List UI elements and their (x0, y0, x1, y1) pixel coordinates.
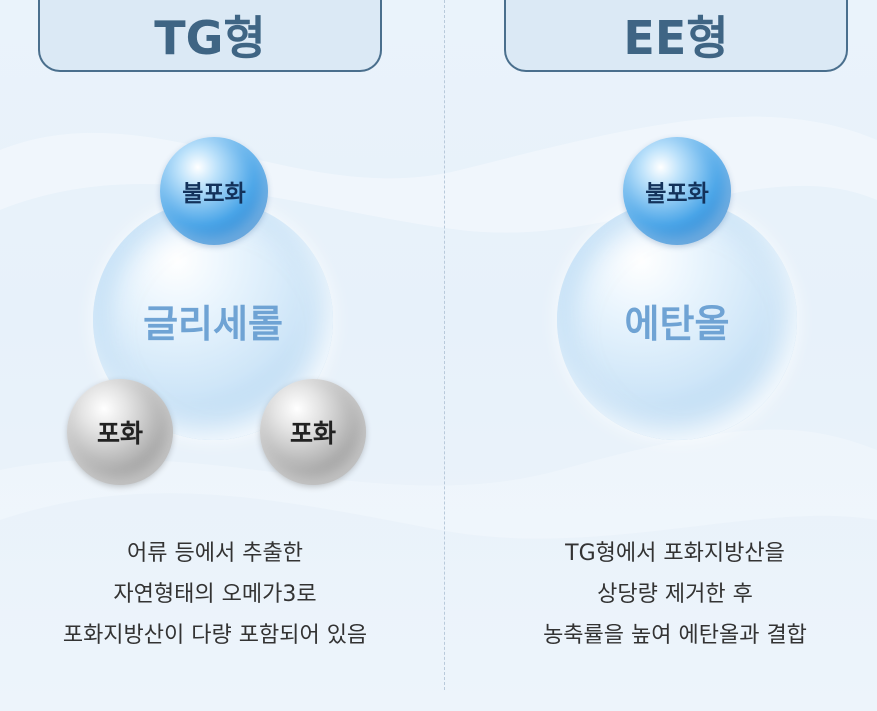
ee-unsaturated-bubble: 불포화 (623, 137, 731, 245)
tg-description-line-1: 어류 등에서 추출한 (127, 541, 303, 566)
glycerol-label: 글리세롤 (143, 301, 283, 346)
saturated-label-left: 포화 (96, 419, 143, 448)
tg-description-line-3: 포화지방산이 다량 포함되어 있음 (62, 623, 368, 648)
tg-title-box: TG형 (38, 0, 382, 72)
column-divider (444, 0, 445, 690)
ee-title-box: EE형 (504, 0, 848, 72)
ee-unsaturated-label: 불포화 (645, 181, 709, 207)
ethanol-label: 에탄올 (624, 301, 730, 346)
tg-title: TG형 (154, 11, 266, 65)
tg-unsaturated-label: 불포화 (182, 181, 246, 207)
tg-description-line-2: 자연형태의 오메가3로 (113, 582, 317, 607)
saturated-bubble-left: 포화 (67, 379, 173, 485)
tg-description: 어류 등에서 추출한 자연형태의 오메가3로 포화지방산이 다량 포함되어 있음 (0, 533, 430, 656)
ee-description-line-3: 농축률을 높여 에탄올과 결합 (543, 623, 807, 648)
ee-description-line-1: TG형에서 포화지방산을 (565, 541, 785, 566)
saturated-bubble-right: 포화 (260, 379, 366, 485)
ee-description: TG형에서 포화지방산을 상당량 제거한 후 농축률을 높여 에탄올과 결합 (460, 533, 877, 656)
ee-title: EE형 (623, 11, 729, 65)
tg-unsaturated-bubble: 불포화 (160, 137, 268, 245)
saturated-label-right: 포화 (289, 419, 336, 448)
ee-description-line-2: 상당량 제거한 후 (597, 582, 753, 607)
